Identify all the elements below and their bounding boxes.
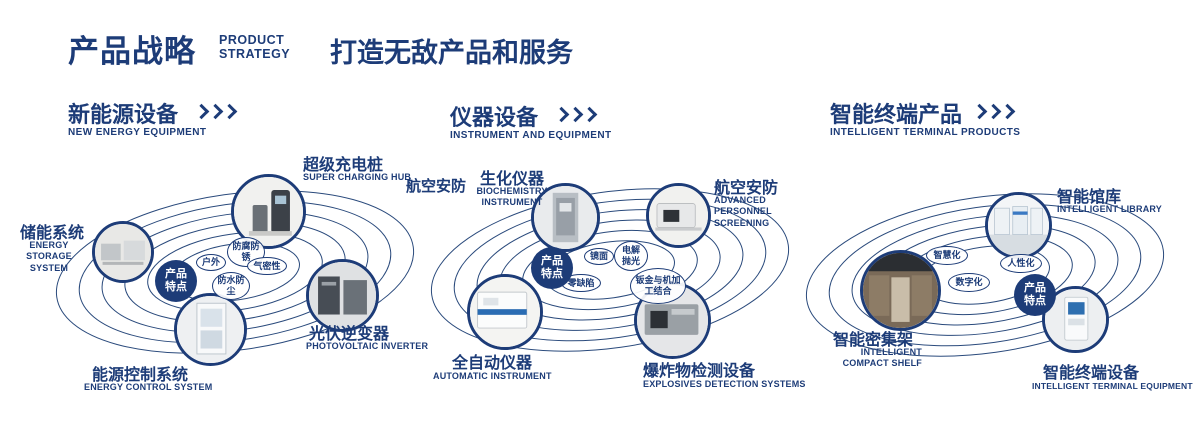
triple-chevron-icon [553,106,598,123]
feature-tag: 户外 [196,254,226,271]
product-circle-pv-inverter [306,259,379,332]
feature-tag: 防水防尘 [212,272,250,300]
personnel-screening-photo [649,186,708,245]
label-terminal-equipment: 智能终端设备 [1043,365,1140,382]
product-circle-personnel-screening [646,183,711,248]
label-energy-control: 能源控制系统 [92,367,189,384]
label-personnel-screening-en: ADVANCED PERSONNEL SCREENING [714,195,772,228]
section-instrument-subtitle: INSTRUMENT AND EQUIPMENT [450,130,612,141]
product-circle-intelligent-library [985,192,1052,259]
label-energy-control-en: ENERGY CONTROL SYSTEM [84,382,213,392]
label-pv-inverter: 光伏逆变器 [309,326,390,343]
label-intelligent-library-en: INTELLIGENT LIBRARY [1057,204,1162,214]
label-biochemistry-en: BIOCHEMISTRY INSTRUMENT [476,186,548,208]
label-automatic-instrument-en: AUTOMATIC INSTRUMENT [433,371,552,381]
label-compact-shelf-en: INTELLIGENT COMPACT SHELF [842,347,922,369]
feature-badge-terminal: 产品特点 [1014,274,1056,316]
intelligent-library-photo [988,195,1049,256]
label-intelligent-library: 智能馆库 [1057,189,1122,206]
feature-badge-instrument: 产品特点 [531,247,573,289]
feature-tag: 人性化 [1000,254,1042,273]
product-circle-charging-hub [231,174,306,249]
label-compact-shelf: 智能密集架 [833,332,914,349]
feature-tag: 智慧化 [926,246,968,265]
automatic-instrument-photo [470,277,540,347]
product-circle-automatic-instrument [467,274,543,350]
label-terminal-equipment-en: INTELLIGENT TERMINAL EQUIPMENT [1032,381,1193,391]
product-circle-compact-shelf [860,250,941,331]
label-pv-inverter-en: PHOTOVOLTAIC INVERTER [306,341,429,351]
product-circle-energy-storage [92,221,154,283]
label-charging-hub-en: SUPER CHARGING HUB [303,172,412,182]
section-new-energy-title: 新能源设备 [68,102,179,127]
brand-subtitle-line1: PRODUCT [219,33,285,47]
triple-chevron-icon [971,103,1016,120]
label-energy-storage: 储能系统 [20,225,85,242]
label-explosives-detection: 爆炸物检测设备 [643,363,756,380]
pv-inverter-photo [309,262,376,329]
feature-tag: 数字化 [948,273,990,292]
label-charging-hub: 超级充电桩 [303,157,384,174]
product-circle-biochemistry [531,183,600,252]
feature-badge-label: 产品特点 [1024,282,1046,307]
label-personnel-screening: 航空安防 [714,180,779,197]
charging-hub-photo [234,177,303,246]
label-explosives-detection-en: EXPLOSIVES DETECTION SYSTEMS [643,379,806,389]
product-circle-energy-control [174,293,247,366]
triple-chevron-icon [193,103,238,120]
feature-tag: 气密性 [247,257,287,275]
label-aviation-security-side: 航空安防 [406,178,467,195]
energy-storage-photo [95,224,151,280]
page-tagline: 打造无敌产品和服务 [330,38,573,68]
compact-shelf-photo [863,253,938,328]
section-terminal-subtitle: INTELLIGENT TERMINAL PRODUCTS [830,127,1021,138]
feature-tag: 钣金与机加工结合 [630,268,686,304]
section-terminal-title: 智能终端产品 [830,102,963,127]
feature-badge-label: 产品特点 [541,255,563,280]
feature-badge-label: 产品特点 [165,268,187,293]
biochemistry-photo [534,186,597,249]
section-instrument-title: 仪器设备 [450,105,539,130]
energy-control-photo [177,296,244,363]
label-automatic-instrument: 全自动仪器 [452,355,533,372]
section-new-energy-subtitle: NEW ENERGY EQUIPMENT [68,127,207,138]
feature-tag: 电解抛光 [614,241,648,271]
label-energy-storage-en: ENERGY STORAGE SYSTEM [26,240,72,273]
label-biochemistry: 生化仪器 [480,171,545,188]
brand-subtitle-line2: STRATEGY [219,47,291,62]
feature-badge-new-energy: 产品特点 [155,260,197,302]
brand-title: 产品战略 [68,34,196,69]
brand-subtitle: PRODUCT STRATEGY [219,33,290,62]
feature-tag: 镜面 [584,248,614,265]
